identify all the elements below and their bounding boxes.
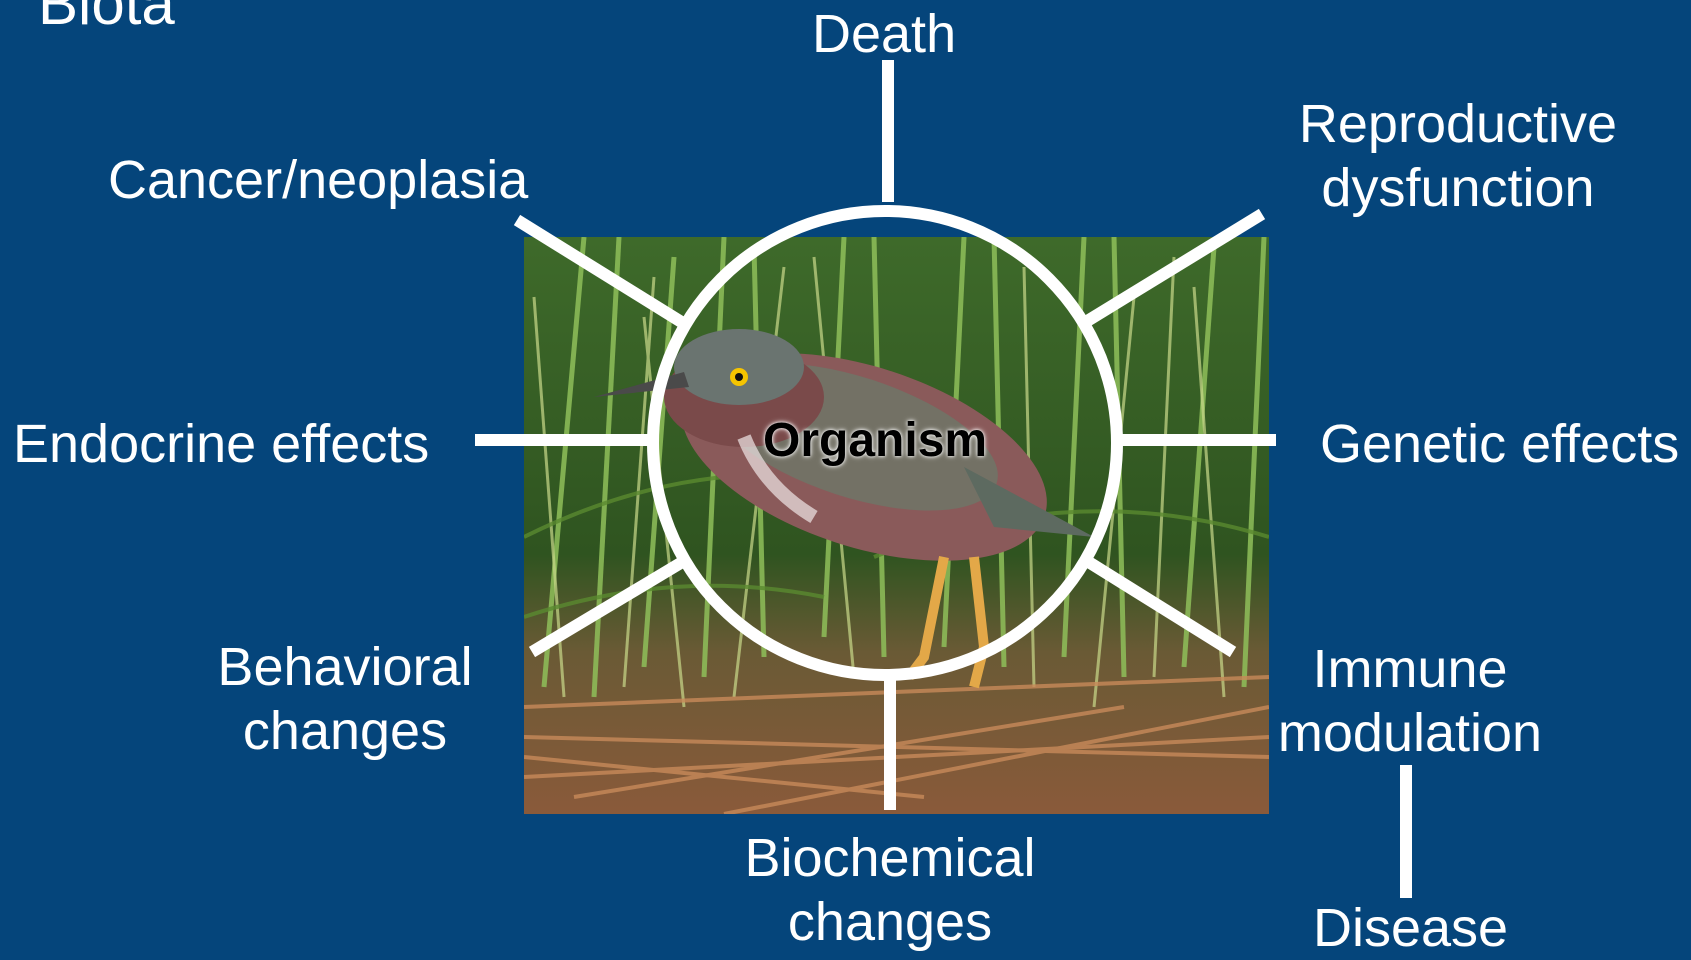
reproductive-line-2: dysfunction (1298, 156, 1618, 220)
organism-label: Organism (763, 413, 987, 468)
biochemical-changes-label: Biochemical changes (740, 826, 1040, 954)
cancer-neoplasia-label: Cancer/neoplasia (108, 148, 528, 212)
connector-cancer (517, 220, 683, 323)
behavioral-changes-label: Behavioral changes (205, 635, 485, 763)
biochemical-line-2: changes (740, 890, 1040, 954)
reproductive-dysfunction-label: Reproductive dysfunction (1298, 92, 1618, 220)
endocrine-effects-label: Endocrine effects (13, 412, 429, 476)
genetic-effects-label: Genetic effects (1320, 412, 1679, 476)
behavioral-line-2: changes (205, 699, 485, 763)
death-label: Death (812, 2, 956, 66)
disease-label: Disease (1313, 896, 1508, 960)
reproductive-line-1: Reproductive (1298, 92, 1618, 156)
connector-immune (1087, 561, 1233, 652)
immune-modulation-label: Immune modulation (1265, 637, 1555, 765)
connector-reproductive (1084, 214, 1262, 323)
connector-behavioral (532, 561, 684, 652)
biochemical-line-1: Biochemical (740, 826, 1040, 890)
immune-line-2: modulation (1265, 701, 1555, 765)
behavioral-line-1: Behavioral (205, 635, 485, 699)
immune-line-1: Immune (1265, 637, 1555, 701)
